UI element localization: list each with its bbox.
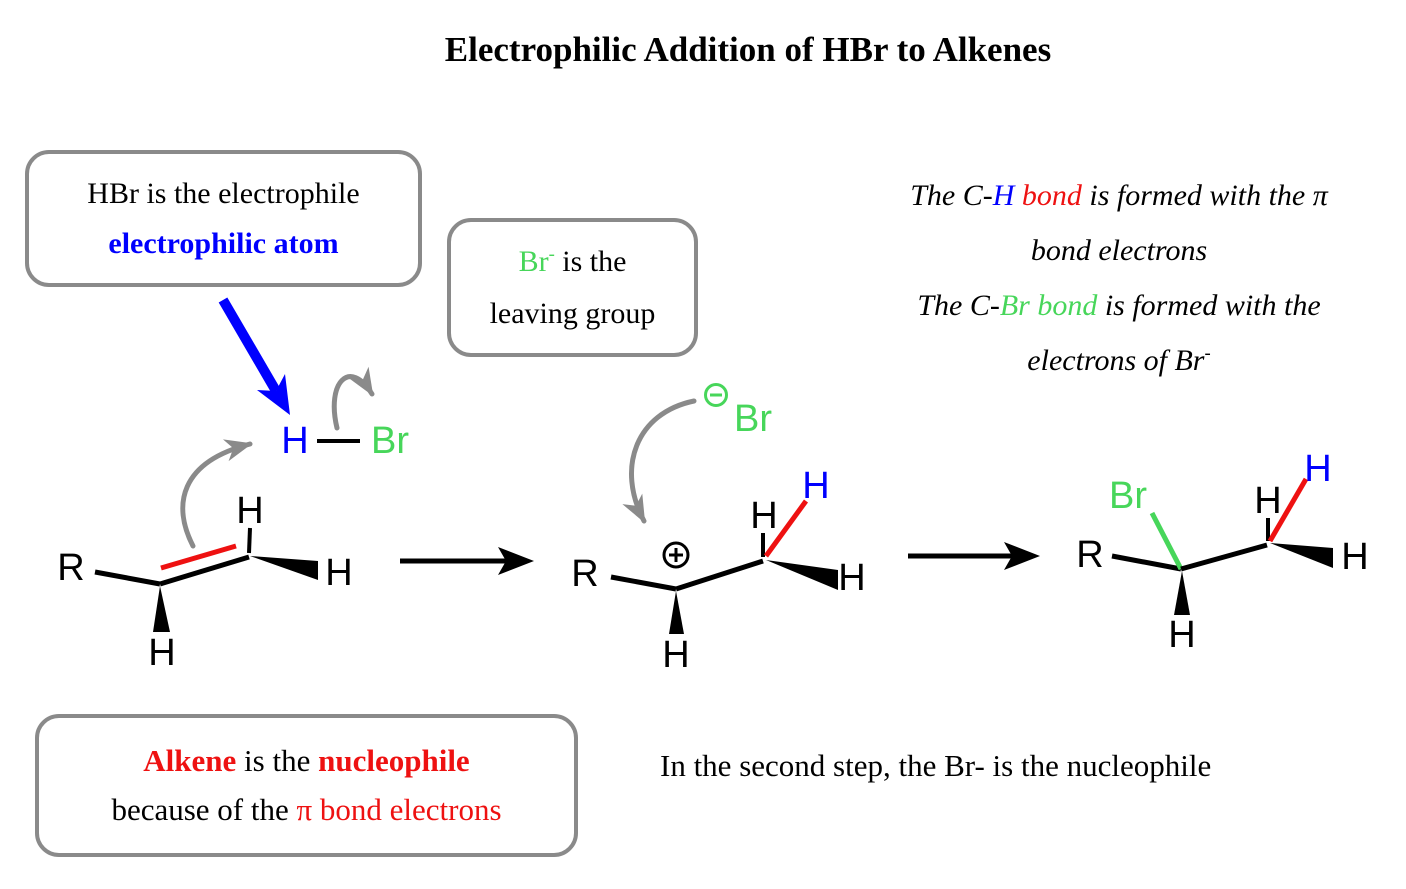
bond-note-line3-pre: The C-: [917, 289, 1000, 322]
bond-note-line1-pi: π: [1312, 179, 1328, 212]
product-br-label: Br: [1109, 475, 1147, 517]
product-h-top-label: H: [1254, 480, 1281, 522]
nucleophile-callout-line1: Alkene is the nucleophile: [143, 743, 469, 779]
cation-h-top-label: H: [750, 495, 777, 537]
cation-c1-c2-bond: [675, 558, 764, 592]
bromide-label: Br: [518, 244, 549, 278]
leaving-group-callout-line1: Br- is the: [519, 245, 627, 279]
product-h-bottom-label: H: [1168, 614, 1195, 656]
bond-formation-note: The C-H bond is formed with the π bond e…: [838, 168, 1400, 388]
page-title: Electrophilic Addition of HBr to Alkenes: [444, 30, 1052, 69]
product-c1-c2-bond: [1180, 542, 1268, 572]
cation-h-bottom-label: H: [662, 634, 689, 676]
electrophilic-atom-arrow-shaft: [218, 297, 281, 394]
electrophilic-atom-arrow: [218, 297, 290, 415]
alkene-h-bottom-label: H: [148, 632, 175, 674]
bond-note-line4-charge: -: [1204, 343, 1211, 364]
nucleophile-callout-line2-pre: because of the: [111, 792, 297, 827]
bond-note-line1-pre: The C-: [910, 179, 993, 212]
alkene-structure: R H H H: [57, 490, 352, 674]
bond-note-line2: bond electrons: [1030, 234, 1208, 267]
electrophilic-atom-arrow-head: [257, 374, 290, 415]
product-c2-hright-wedge: [1270, 543, 1333, 568]
cation-c1-hbottom-wedge: [669, 591, 684, 634]
product-c1-hbottom-wedge: [1174, 571, 1190, 615]
bond-note-line4: electrons of Br-: [838, 333, 1400, 388]
cation-h-right-label: H: [838, 557, 865, 599]
nucleophile-callout-mid: is the: [236, 743, 319, 778]
cation-c2-hright-wedge: [766, 560, 838, 590]
alkene-c2-hright-wedge: [250, 556, 318, 580]
alkene-pi-bond: [160, 543, 237, 571]
reaction-arrow-2-head: [1004, 542, 1040, 570]
product-r-label: R: [1076, 534, 1103, 576]
alkene-c1-c2-sigma-bond: [159, 554, 250, 587]
reaction-arrow-1: [400, 547, 534, 575]
nucleophile-word: nucleophile: [318, 743, 470, 778]
carbocation-structure: R Br H H H H: [571, 383, 866, 676]
leaving-group-callout-line2: leaving group: [489, 296, 656, 330]
alkene-r-c1-bond: [94, 569, 161, 587]
bond-note-line1-h: H: [992, 179, 1015, 212]
minus-charge-icon: [704, 383, 728, 407]
alkene-h-right-label: H: [325, 552, 352, 594]
cation-br-label: Br: [734, 398, 772, 440]
br-to-cation-curved-arrow: [622, 398, 697, 524]
second-step-note: In the second step, the Br- is the nucle…: [660, 748, 1212, 783]
product-structure: R Br H H H H: [1076, 448, 1368, 656]
cation-new-ch-bond: [763, 499, 809, 558]
bond-note-line1-bond: bond: [1014, 179, 1082, 212]
bond-note-line1-rest: is formed with the: [1081, 179, 1313, 212]
electrophile-callout-line2: electrophilic atom: [108, 226, 339, 260]
bond-note-line1: The C-H bond is formed with the π: [838, 168, 1400, 223]
nucleophile-callout: Alkene is the nucleophile because of the…: [35, 714, 578, 857]
product-new-ch-bond: [1267, 477, 1309, 543]
cation-r-label: R: [571, 553, 598, 595]
hbr-h-label: H: [281, 420, 308, 462]
bond-note-line4-pre: electrons of Br: [1027, 344, 1205, 377]
product-c-br-bond: [1149, 511, 1184, 571]
alkene-c2-htop-bond: [247, 527, 252, 554]
bromide-charge: -: [548, 243, 555, 265]
reaction-arrow-1-head: [498, 547, 534, 575]
cation-h-new-label: H: [802, 465, 829, 507]
nucleophile-callout-line2: because of the π bond electrons: [111, 792, 501, 828]
pi-to-h-curved-arrow: [180, 439, 253, 549]
reaction-arrow-2: [908, 542, 1040, 570]
hbr-structure: H Br: [281, 420, 409, 462]
cation-r-c1-bond: [610, 574, 677, 592]
leaving-group-callout-rest: is the: [554, 244, 627, 278]
product-r-c1-bond: [1111, 553, 1182, 572]
pi-bond-electrons: π bond electrons: [296, 792, 502, 827]
alkene-c1-hbottom-wedge: [153, 586, 170, 632]
bond-note-line3: The C-Br bond is formed with the: [838, 278, 1400, 333]
electrophile-callout-line1: HBr is the electrophile: [87, 176, 360, 210]
bond-note-line3-rest: is formed with the: [1097, 289, 1321, 322]
product-h-right-label: H: [1341, 536, 1368, 578]
bond-note-line3-brbond: Br bond: [999, 289, 1098, 322]
product-h-new-label: H: [1304, 448, 1331, 490]
alkene-word: Alkene: [143, 743, 237, 778]
leaving-group-callout: Br- is the leaving group: [447, 218, 698, 357]
hbr-to-br-curved-arrow: [331, 366, 375, 431]
electrophile-callout: HBr is the electrophile electrophilic at…: [25, 150, 422, 287]
plus-charge-icon: [662, 541, 690, 569]
alkene-r-label: R: [57, 547, 84, 589]
hbr-br-label: Br: [371, 420, 409, 462]
alkene-h-top-label: H: [236, 490, 263, 532]
